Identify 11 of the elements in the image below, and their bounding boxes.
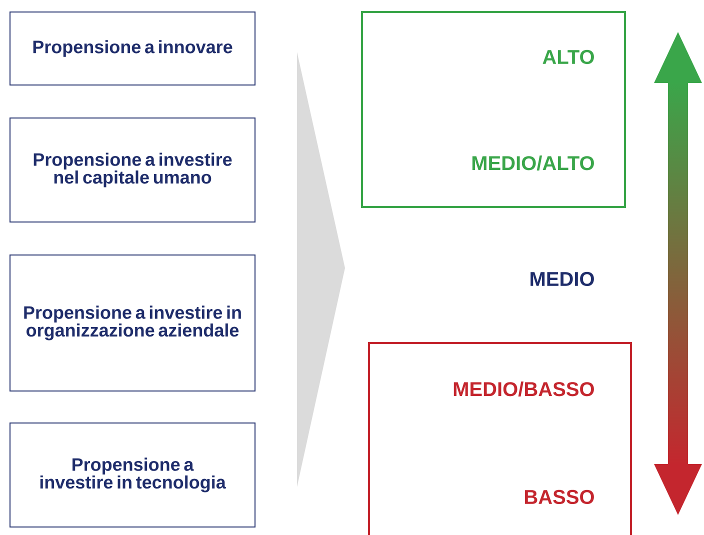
text-box: Propensione a investire in organizzazione aziendale <box>10 254 256 392</box>
level-box <box>361 11 626 208</box>
text-box: Propensione a innovare <box>10 12 256 86</box>
level-label: ALTO <box>542 50 594 64</box>
level-box <box>368 342 632 535</box>
level-label: MEDIO/ALTO <box>472 156 594 170</box>
level-label: MEDIO/BASSO <box>454 382 594 396</box>
text-box: Propensione a investire nel capitale umano <box>10 118 256 222</box>
level-label: MEDIO <box>530 272 594 286</box>
level-label: BASSO <box>525 490 594 504</box>
text-box: Propensione a investire in tecnologia <box>10 422 256 528</box>
